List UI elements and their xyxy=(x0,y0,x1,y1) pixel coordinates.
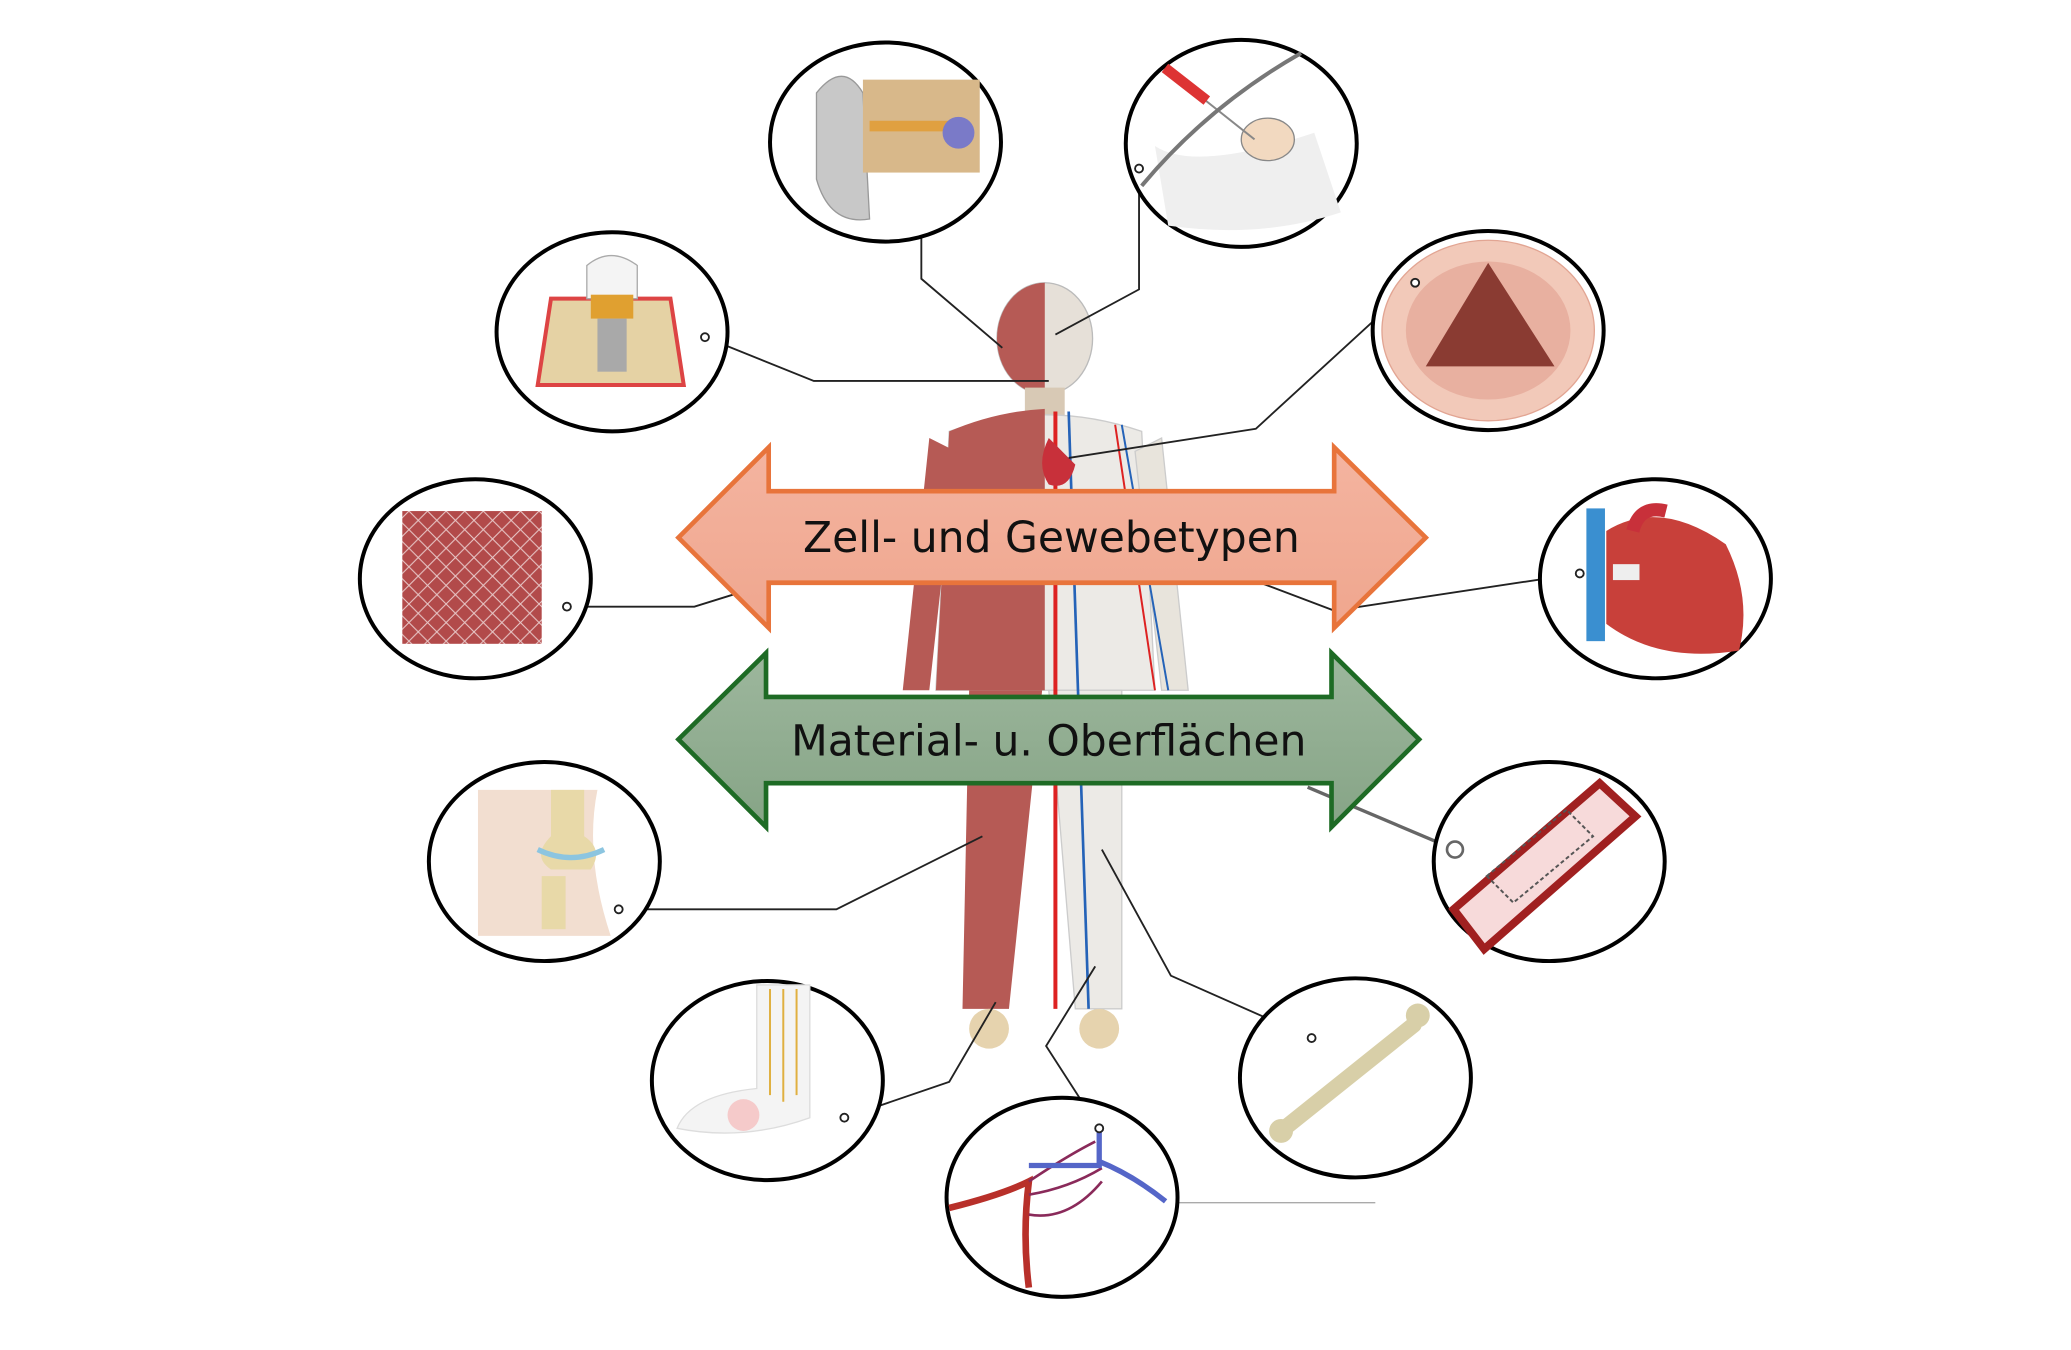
dental-implant-icon xyxy=(494,230,730,434)
blood-vessels-icon xyxy=(944,1095,1180,1299)
connector-lines xyxy=(566,168,1580,1204)
tissue-mesh-icon xyxy=(357,477,593,681)
material-surfaces-label: Material- u. Oberflächen xyxy=(791,717,1306,766)
material-surfaces-arrow: Material- u. Oberflächen xyxy=(675,647,1423,833)
heart-icon xyxy=(1537,477,1773,681)
eye-injection-icon xyxy=(1123,37,1359,249)
femur-bone-icon xyxy=(1237,976,1473,1180)
knee-joint-icon xyxy=(426,759,662,964)
cell-tissue-types-label: Zell- und Gewebetypen xyxy=(803,514,1300,563)
foot-nerves-icon xyxy=(649,978,885,1183)
cell-tissue-types-arrow: Zell- und Gewebetypen xyxy=(675,441,1430,634)
ear-icon xyxy=(768,40,1003,244)
heart-valve-icon xyxy=(1370,228,1606,433)
stent-icon xyxy=(1431,759,1667,964)
human-body-figure xyxy=(902,282,1189,1049)
